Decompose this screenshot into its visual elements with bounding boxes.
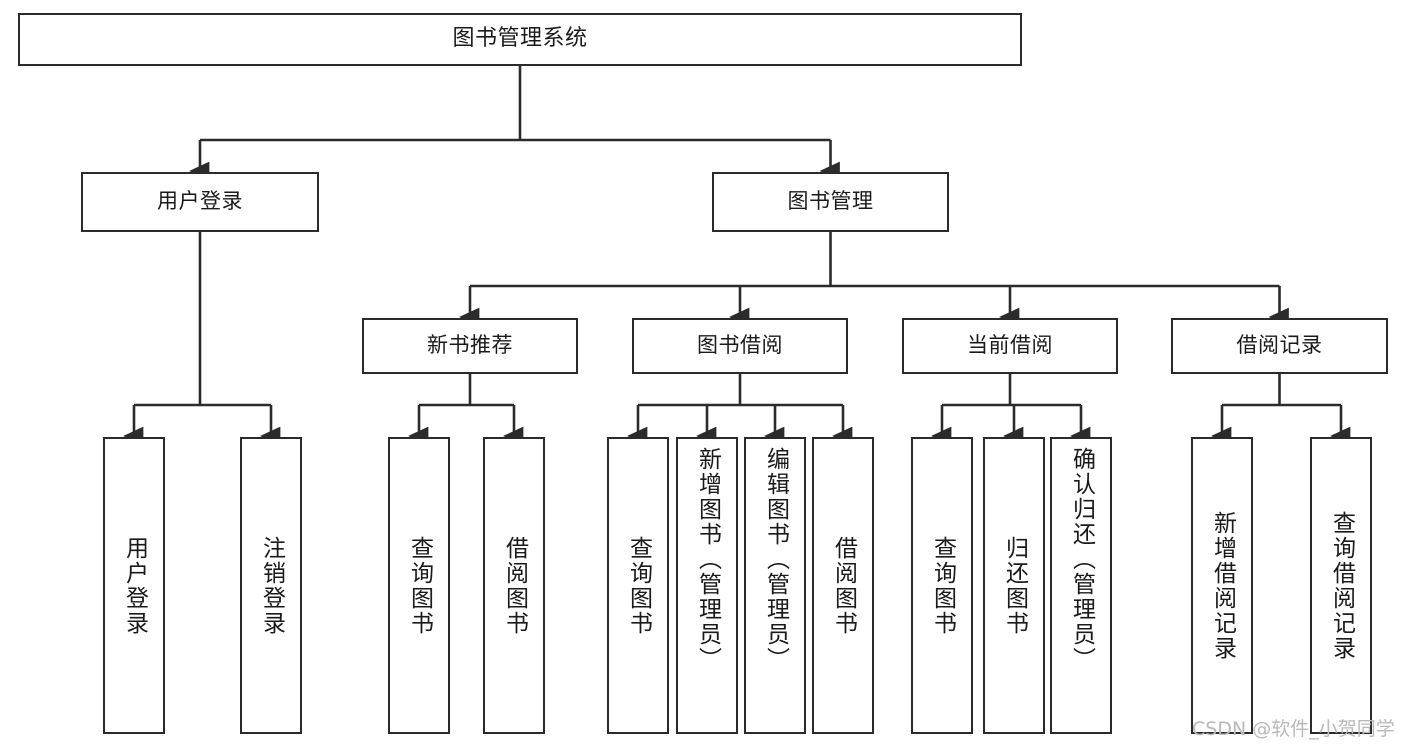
node-label: 用户登录: [121, 535, 148, 636]
node-label: 编辑图书（管理员）: [762, 447, 789, 672]
node-label: 图书管理: [787, 189, 874, 214]
node-label: 查询图书: [625, 535, 652, 636]
node-label: 确认归还（管理员）: [1068, 447, 1095, 672]
node-leaf_user_login[interactable]: 用户登录: [103, 437, 165, 734]
node-label: 借阅图书: [501, 535, 528, 636]
node-label: 新增借阅记录: [1209, 510, 1236, 661]
node-label: 查询图书: [929, 535, 956, 636]
node-book_manage[interactable]: 图书管理: [712, 172, 949, 232]
node-new_book_rec[interactable]: 新书推荐: [362, 318, 578, 374]
node-label: 新书推荐: [427, 333, 513, 358]
node-label: 借阅图书: [830, 535, 857, 636]
node-label: 归还图书: [1001, 535, 1028, 636]
node-leaf_borrow_1[interactable]: 借阅图书: [483, 437, 545, 734]
node-borrow_record[interactable]: 借阅记录: [1171, 318, 1388, 374]
node-leaf_add_book[interactable]: 新增图书（管理员）: [676, 437, 738, 734]
node-leaf_confirm[interactable]: 确认归还（管理员）: [1050, 437, 1112, 734]
node-label: 新增图书（管理员）: [694, 447, 721, 672]
node-current_borrow[interactable]: 当前借阅: [902, 318, 1118, 374]
node-leaf_query_1[interactable]: 查询图书: [388, 437, 450, 734]
node-label: 查询借阅记录: [1328, 510, 1355, 661]
node-leaf_logout[interactable]: 注销登录: [240, 437, 302, 734]
node-root[interactable]: 图书管理系统: [18, 13, 1022, 66]
node-label: 查询图书: [406, 535, 433, 636]
node-leaf_edit_book[interactable]: 编辑图书（管理员）: [744, 437, 806, 734]
node-label: 图书借阅: [697, 333, 783, 358]
node-label: 借阅记录: [1236, 333, 1323, 358]
csdn-watermark: CSDN @软件_小贺同学: [1192, 718, 1395, 740]
node-leaf_query_2[interactable]: 查询图书: [607, 437, 669, 734]
node-leaf_query_3[interactable]: 查询图书: [911, 437, 973, 734]
node-leaf_borrow_2[interactable]: 借阅图书: [812, 437, 874, 734]
node-book_borrow[interactable]: 图书借阅: [632, 318, 848, 374]
node-label: 注销登录: [258, 535, 285, 636]
node-label: 图书管理系统: [452, 26, 588, 52]
node-leaf_return[interactable]: 归还图书: [983, 437, 1045, 734]
node-label: 用户登录: [157, 189, 243, 214]
node-leaf_add_rec[interactable]: 新增借阅记录: [1191, 437, 1253, 734]
node-leaf_query_rec[interactable]: 查询借阅记录: [1310, 437, 1372, 734]
node-user_login[interactable]: 用户登录: [81, 172, 319, 232]
node-label: 当前借阅: [967, 333, 1053, 358]
